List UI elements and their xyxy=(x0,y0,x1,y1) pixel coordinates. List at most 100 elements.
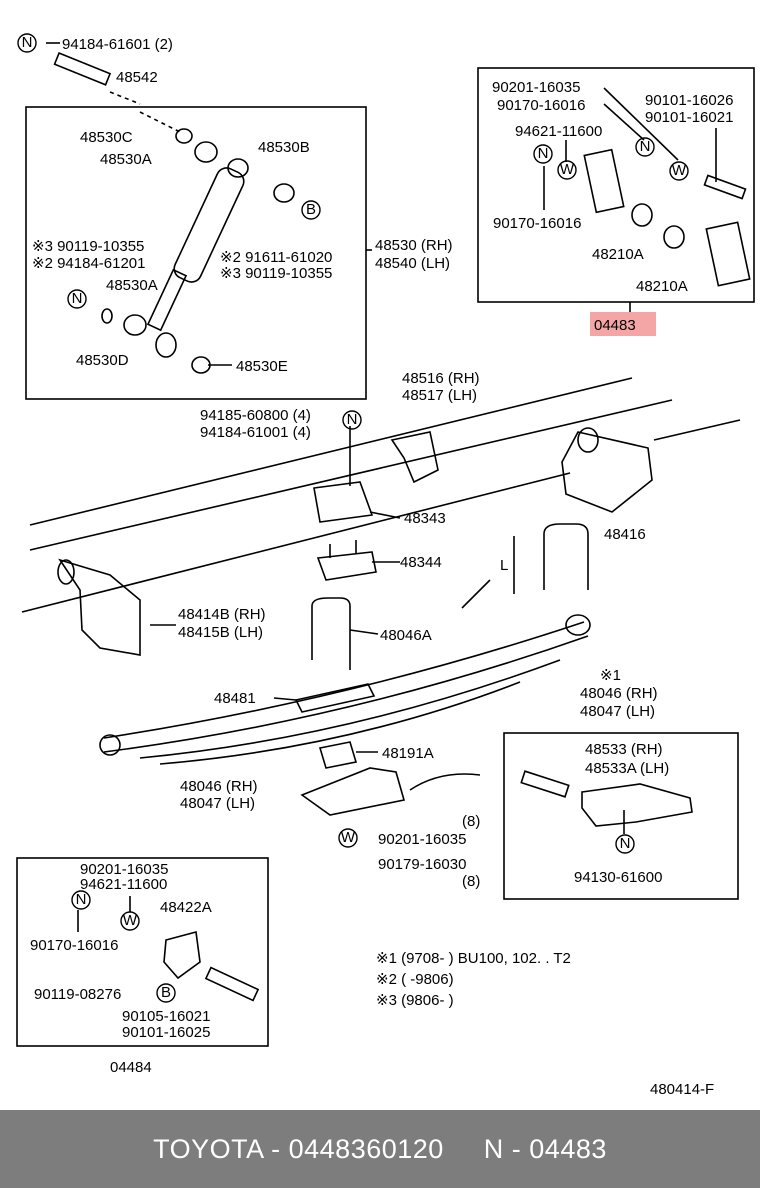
bracket-detail-box xyxy=(503,732,739,900)
nut-48530d-icon xyxy=(101,308,113,324)
label-94184-61601: 94184-61601 (2) xyxy=(62,36,173,53)
footer-brand: TOYOTA - 0448360120 xyxy=(153,1133,444,1164)
label-90170-16016-b: 90170-16016 xyxy=(493,215,581,232)
label-2-94184-61201: ※2 94184-61201 xyxy=(32,255,146,272)
shock-absorber-icon xyxy=(139,111,249,358)
bushing-48530c-icon xyxy=(175,128,193,144)
label-94184-61001: 94184-61001 (4) xyxy=(200,424,311,441)
bracket-48533-icon xyxy=(520,770,693,827)
svg-text:N: N xyxy=(72,290,83,307)
label-48542: 48542 xyxy=(116,69,158,86)
svg-text:N: N xyxy=(640,138,651,155)
leaf-spring-icon xyxy=(99,614,591,765)
label-48415b: 48415B (LH) xyxy=(178,624,263,641)
label-04483[interactable]: 04483 xyxy=(594,317,636,334)
label-94185-60800: 94185-60800 (4) xyxy=(200,407,311,424)
svg-text:W: W xyxy=(341,829,356,846)
svg-text:W: W xyxy=(123,912,138,929)
label-90179-16030: 90179-16030 xyxy=(378,856,466,873)
kit-04484-box xyxy=(16,857,269,1047)
bushing-48530a-lower-icon xyxy=(123,314,147,336)
label-48343: 48343 xyxy=(404,510,446,527)
svg-text:N: N xyxy=(347,411,358,428)
label-48191a: 48191A xyxy=(382,745,434,762)
label-90105-16021: 90105-16021 xyxy=(122,1008,210,1025)
label-3-90119-10355: ※3 90119-10355 xyxy=(32,238,144,255)
label-90101-16021: 90101-16021 xyxy=(645,109,733,126)
label-90170-16016-a: 90170-16016 xyxy=(497,97,585,114)
bushing-48210a-icon xyxy=(631,203,685,249)
label-48530e: 48530E xyxy=(236,358,288,375)
svg-text:W: W xyxy=(672,162,687,179)
label-48530d: 48530D xyxy=(76,352,129,369)
label-48517: 48517 (LH) xyxy=(402,387,477,404)
bushing-48530a-icon xyxy=(194,141,218,163)
bracket-48416-icon xyxy=(561,427,653,513)
label-48540-lh: 48540 (LH) xyxy=(375,255,450,272)
label-48530-rh: 48530 (RH) xyxy=(375,237,453,254)
label-48046a: 48046A xyxy=(380,627,432,644)
shock-absorber-box xyxy=(25,106,367,400)
label-8a: (8) xyxy=(462,813,480,830)
circle-letters: N N B N W N W N W N N W B xyxy=(22,34,687,1001)
svg-text:B: B xyxy=(161,984,171,1001)
label-90119-08276: 90119-08276 xyxy=(34,986,121,1003)
svg-text:N: N xyxy=(538,145,549,162)
label-90101-16026: 90101-16026 xyxy=(645,92,733,109)
label-48481: 48481 xyxy=(214,690,256,707)
figure-number: 480414-F xyxy=(650,1081,714,1098)
highlight-04483 xyxy=(590,312,656,336)
bracket-48516-icon xyxy=(390,431,439,484)
label-48210a-b: 48210A xyxy=(636,278,688,295)
label-48416: 48416 xyxy=(604,526,646,543)
bolt-90101-icon xyxy=(703,174,747,200)
shackle-kit-box xyxy=(477,67,755,303)
pad-48191a-icon xyxy=(318,741,358,769)
label-48344: 48344 xyxy=(400,554,442,571)
pad-48481-icon xyxy=(294,683,376,713)
label-48533a: 48533A (LH) xyxy=(585,760,669,777)
label-3-90119-10355b: ※3 90119-10355 xyxy=(220,265,332,282)
label-1-mark: ※1 xyxy=(600,667,621,684)
label-90201-16035-d: 90201-16035 xyxy=(80,861,168,878)
label-04484[interactable]: 04484 xyxy=(110,1059,152,1076)
label-90101-16025: 90101-16025 xyxy=(122,1024,210,1041)
bracket-48422a-icon xyxy=(163,930,260,1002)
label-48046-rh-r: 48046 (RH) xyxy=(580,685,658,702)
note-2: ※2 ( -9806) xyxy=(376,971,454,988)
label-94621-11600-d: 94621-11600 xyxy=(80,876,167,893)
label-48516: 48516 (RH) xyxy=(402,370,480,387)
label-94621-11600-a: 94621-11600 xyxy=(515,123,602,140)
hanger-48414b-icon xyxy=(57,558,141,656)
svg-text:N: N xyxy=(620,835,631,852)
label-48414b: 48414B (RH) xyxy=(178,606,266,623)
label-2-91611-61020: ※2 91611-61020 xyxy=(220,249,332,266)
label-48530a: 48530A xyxy=(100,151,152,168)
label-48047-lh-r: 48047 (LH) xyxy=(580,703,655,720)
shackle-plate-icon xyxy=(583,148,751,287)
svg-text:W: W xyxy=(560,161,575,178)
label-90201-16035-a: 90201-16035 xyxy=(492,79,580,96)
label-48530c: 48530C xyxy=(80,129,133,146)
label-l: L xyxy=(500,557,508,574)
footer-bar: TOYOTA - 0448360120 N - 04483 xyxy=(0,1110,760,1188)
u-bolt-icon xyxy=(311,523,589,670)
label-48530a-mid: 48530A xyxy=(106,277,158,294)
svg-text:N: N xyxy=(22,34,33,51)
label-90201-16035-c: 90201-16035 xyxy=(378,831,466,848)
bolt-48542-icon xyxy=(53,52,141,105)
seat-48046-icon xyxy=(300,767,406,816)
footer-ref: N - 04483 xyxy=(483,1133,607,1164)
parts-diagram: N N B N W N W N W N N W B 94184-61601 (2… xyxy=(16,33,755,1098)
arrow-icon xyxy=(409,579,491,791)
label-48530b: 48530B xyxy=(258,139,310,156)
label-94130-61600: 94130-61600 xyxy=(574,869,662,886)
washer-48530e-icon xyxy=(191,356,211,374)
label-48046-rh-l: 48046 (RH) xyxy=(180,778,258,795)
svg-text:B: B xyxy=(306,201,316,218)
bumper-48344-icon xyxy=(316,540,377,581)
svg-text:N: N xyxy=(76,891,87,908)
circle-symbols xyxy=(17,33,689,1003)
label-90170-16016-d: 90170-16016 xyxy=(30,937,118,954)
note-3: ※3 (9806- ) xyxy=(376,992,454,1009)
